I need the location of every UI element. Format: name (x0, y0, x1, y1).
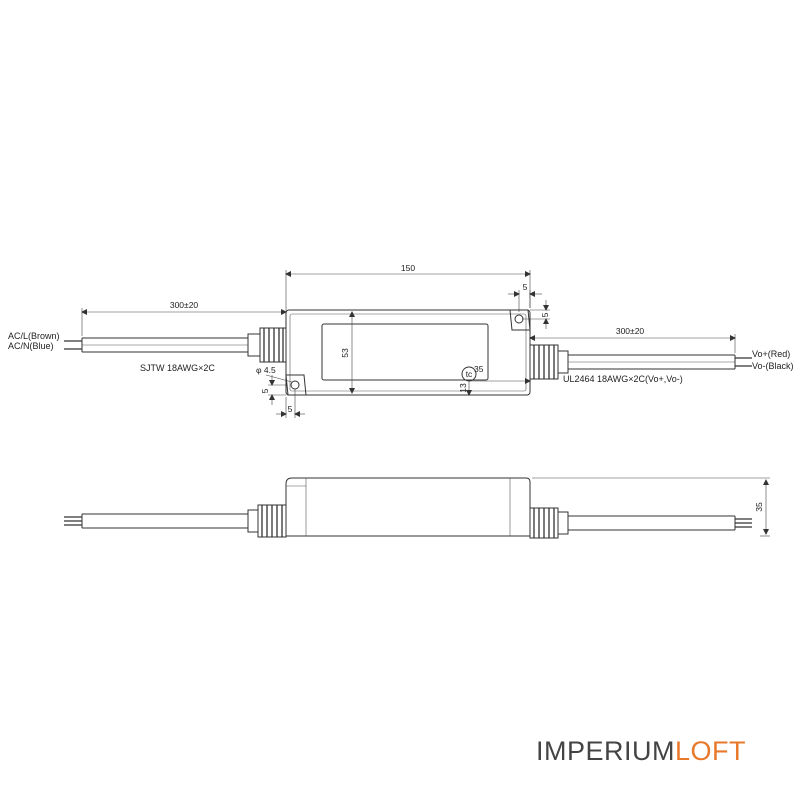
dim-hole-diameter-text: φ 4.5 (256, 365, 276, 375)
svg-text:IMPERIUMLOFT: IMPERIUMLOFT (536, 736, 746, 766)
ac-live-label: AC/L(Brown) (8, 331, 60, 341)
dim-hole-top-x-text: 5 (523, 282, 528, 292)
dim-height-text: 35 (754, 502, 764, 512)
vo-minus-label: Vo-(Black) (752, 361, 794, 371)
watermark-part1: IMPERIUM (536, 736, 675, 766)
side-output-strain-relief (529, 507, 569, 539)
input-cable (64, 337, 248, 353)
watermark-part2: LOFT (675, 736, 746, 766)
dim-width-text: 53 (340, 348, 350, 358)
dim-tc-y-text: 13 (458, 383, 468, 393)
output-cable (568, 354, 752, 370)
side-input-strain-relief (247, 504, 287, 538)
dim-hole-bottom-x-text: 5 (288, 404, 293, 414)
input-cable-label: SJTW 18AWG×2C (140, 363, 215, 373)
dim-hole-top-right: 5 5 (508, 282, 550, 329)
dim-input-cable-text: 300±20 (170, 300, 199, 310)
vo-plus-label: Vo+(Red) (752, 349, 790, 359)
psu-body-top (285, 309, 531, 396)
dim-height: 35 (532, 477, 770, 537)
dim-hole-top-y-text: 5 (540, 312, 550, 317)
dim-output-cable-text: 300±20 (616, 326, 645, 336)
input-strain-relief (247, 327, 287, 363)
ac-neutral-label: AC/N(Blue) (8, 341, 54, 351)
side-view: 35 (64, 477, 770, 539)
output-strain-relief (529, 344, 569, 380)
dim-width: 53 (340, 311, 355, 394)
dim-hole-bottom-left: φ 4.5 5 5 (256, 365, 305, 418)
psu-body-side (285, 477, 531, 537)
tc-label: tc (466, 369, 473, 379)
dim-tc-x-text: 35 (474, 364, 484, 374)
dim-output-cable: 300±20 (529, 326, 736, 353)
top-view: tc 150 300±20 300±20 53 (8, 263, 794, 418)
dim-overall-length: 150 (285, 263, 531, 308)
output-cable-label: UL2464 18AWG×2C(Vo+,Vo-) (563, 374, 683, 384)
dim-tc: 35 13 (458, 364, 531, 396)
dim-input-cable: 300±20 (81, 300, 287, 336)
side-input-cable (64, 513, 248, 529)
side-output-cable (568, 515, 752, 531)
dim-hole-bottom-y-text: 5 (260, 388, 270, 393)
dim-overall-length-text: 150 (401, 263, 415, 273)
watermark-logo: IMPERIUMLOFT (536, 736, 746, 766)
